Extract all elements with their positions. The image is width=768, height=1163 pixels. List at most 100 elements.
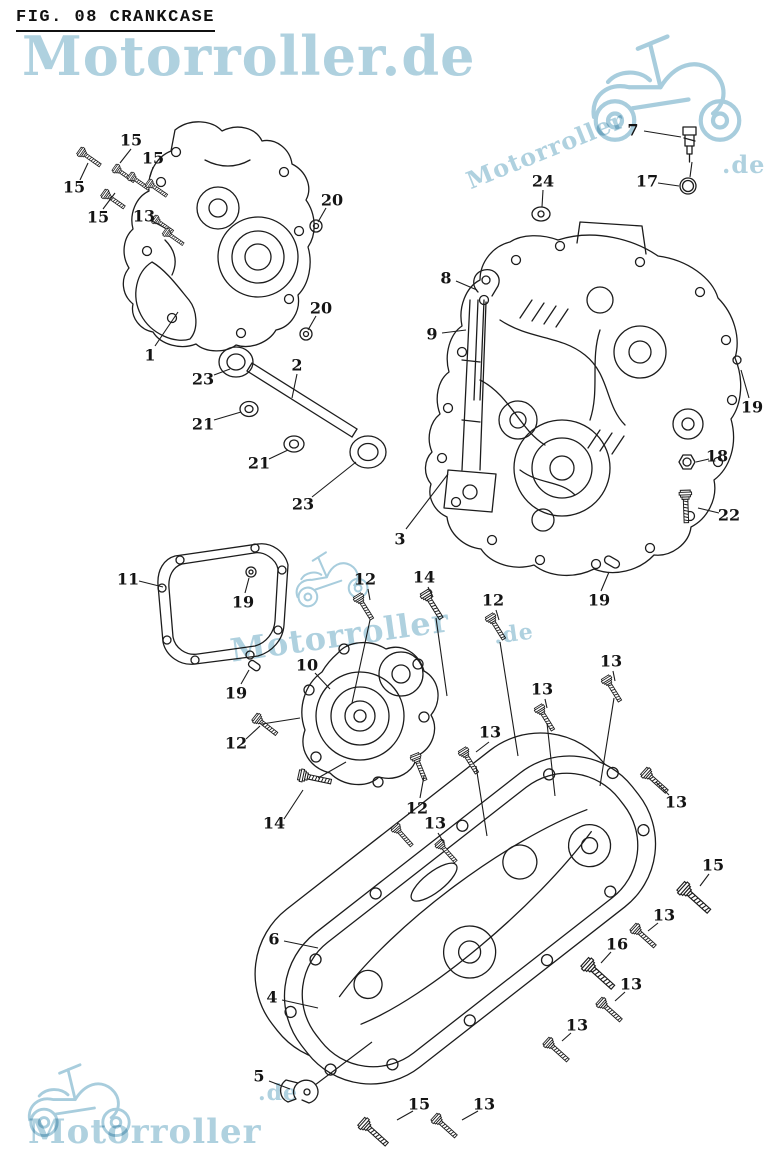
- part-21-washer: [239, 400, 259, 418]
- leader-line: [647, 922, 659, 932]
- callout-5: 5: [253, 1066, 265, 1086]
- watermark-text: Motorroller: [28, 1112, 262, 1152]
- bolt-icon: [579, 955, 619, 994]
- leader-line: [311, 461, 357, 498]
- leader-line: [317, 207, 327, 223]
- part-7-sensor: [682, 126, 697, 163]
- callout-7: 7: [627, 120, 639, 140]
- assembly-line: [351, 619, 371, 704]
- part-11-gasket-plate: [157, 543, 289, 665]
- callout-10: 10: [295, 655, 319, 675]
- bolt-icon: [389, 821, 416, 850]
- leader-line: [600, 571, 610, 592]
- leader-line: [544, 698, 548, 709]
- callout-20: 20: [309, 298, 333, 318]
- callout-13: 13: [530, 679, 554, 699]
- callout-24: 24: [531, 171, 555, 191]
- leader-line: [455, 280, 478, 291]
- leader-line: [268, 1080, 291, 1090]
- leader-line: [643, 130, 682, 138]
- callout-2: 2: [291, 355, 303, 375]
- assembly-line: [499, 641, 519, 757]
- callout-12: 12: [481, 590, 505, 610]
- callout-19: 19: [224, 683, 248, 703]
- leader-line: [291, 373, 298, 399]
- callout-13: 13: [472, 1094, 496, 1114]
- leader-line: [657, 182, 680, 187]
- part-18-nut: [678, 454, 696, 470]
- part-20-dowel-pins: [299, 219, 323, 341]
- assembly-line: [314, 1041, 373, 1086]
- callout-19: 19: [740, 397, 764, 417]
- leader-line: [149, 166, 154, 178]
- assembly-line: [599, 697, 615, 787]
- leader-line: [102, 192, 116, 210]
- callout-15: 15: [119, 130, 143, 150]
- part-9-pipe: [443, 299, 497, 513]
- callout-16: 16: [605, 934, 629, 954]
- leader-line: [213, 368, 231, 376]
- callout-13: 13: [423, 813, 447, 833]
- leader-line: [119, 148, 132, 164]
- bolt-icon: [75, 145, 104, 170]
- leader-line: [268, 449, 289, 460]
- callout-9: 9: [426, 324, 438, 344]
- watermark-text: Motorroller.de: [22, 24, 476, 88]
- leader-line: [600, 951, 612, 964]
- callout-15: 15: [141, 148, 165, 168]
- watermark-text: .de: [492, 618, 536, 650]
- leader-line: [427, 586, 434, 598]
- leader-line: [240, 669, 250, 685]
- leader-line: [475, 741, 490, 753]
- leader-line: [281, 999, 319, 1009]
- leader-line: [461, 1110, 479, 1121]
- callout-23: 23: [291, 494, 315, 514]
- leader-line: [314, 672, 331, 690]
- callout-20: 20: [320, 190, 344, 210]
- leader-line: [437, 832, 445, 844]
- assembly-line: [317, 761, 347, 779]
- callout-13: 13: [565, 1015, 589, 1035]
- callout-1: 1: [144, 345, 156, 365]
- leader-line: [154, 311, 179, 347]
- callout-12: 12: [353, 569, 377, 589]
- part-17-o-ring: [679, 177, 697, 195]
- callout-19: 19: [231, 592, 255, 612]
- bolt-icon: [250, 711, 281, 739]
- callout-17: 17: [635, 171, 659, 191]
- part-5-clamp: [279, 1079, 319, 1104]
- bolt-icon: [356, 1115, 392, 1150]
- bolt-icon: [541, 1035, 573, 1066]
- watermark-text: .de: [258, 1080, 299, 1106]
- leader-line: [655, 781, 670, 796]
- callout-13: 13: [664, 792, 688, 812]
- leader-line: [283, 789, 304, 820]
- callout-13: 13: [478, 722, 502, 742]
- part-1-crankcase-left: [122, 121, 315, 352]
- callout-14: 14: [262, 813, 286, 833]
- assembly-line: [261, 717, 301, 725]
- assembly-line: [546, 722, 556, 797]
- leader-line: [138, 580, 164, 588]
- assembly-lines: [261, 161, 693, 1086]
- part-21-washer: [283, 435, 305, 453]
- callout-13: 13: [599, 651, 623, 671]
- callout-15: 15: [407, 1094, 431, 1114]
- callout-4: 4: [266, 987, 278, 1007]
- callout-13: 13: [652, 905, 676, 925]
- assembly-line: [689, 161, 693, 178]
- figure-title: FIG. 08 CRANKCASE: [16, 8, 215, 32]
- leader-line: [614, 991, 626, 1002]
- bolt-icon: [675, 879, 715, 918]
- leader-line: [699, 873, 710, 887]
- leader-line: [213, 411, 242, 421]
- bolt-icon: [594, 995, 626, 1026]
- part-19-dowel-pins: [245, 355, 742, 672]
- leader-line: [396, 1110, 414, 1121]
- callout-11: 11: [116, 569, 140, 589]
- leader-line: [79, 162, 89, 181]
- callout-14: 14: [412, 567, 436, 587]
- callout-18: 18: [705, 446, 729, 466]
